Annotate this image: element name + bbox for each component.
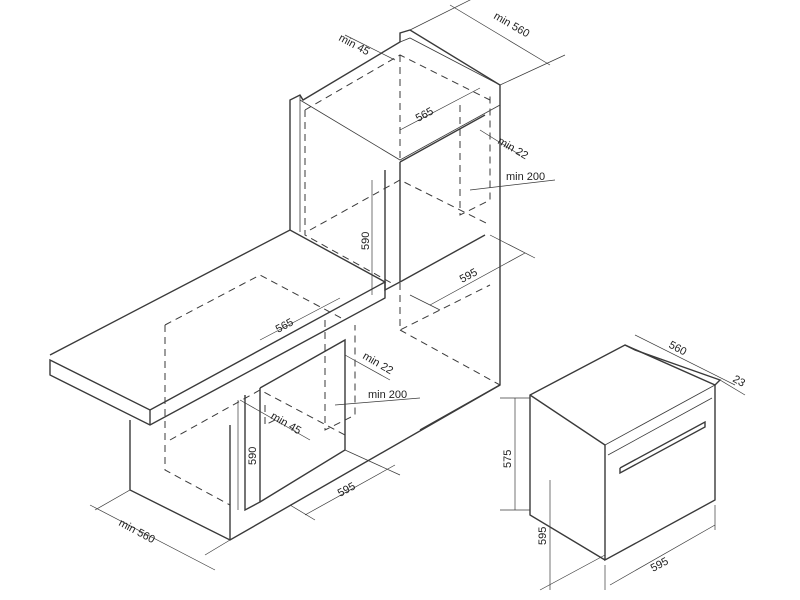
dim-base-min200: min 200 xyxy=(368,389,407,401)
dim-tall-595: 595 xyxy=(458,266,480,285)
dim-tall-565: 565 xyxy=(414,105,436,124)
base-cabinet xyxy=(49,229,501,541)
dim-tall-min560: min 560 xyxy=(492,10,532,40)
tall-cabinet xyxy=(289,29,501,431)
dim-tall-min200: min 200 xyxy=(506,171,545,183)
dim-base-min45: min 45 xyxy=(269,410,304,437)
dimension-lines xyxy=(89,0,746,591)
oven xyxy=(529,344,722,562)
dim-tall-min45: min 45 xyxy=(337,32,372,58)
dim-oven-595-width: 595 xyxy=(649,555,671,574)
dim-oven-560: 560 xyxy=(667,339,689,358)
dim-tall-590: 590 xyxy=(360,232,372,250)
dim-base-595: 595 xyxy=(336,480,358,499)
dim-oven-595-height: 595 xyxy=(537,527,549,545)
oven-door-handle xyxy=(619,420,706,475)
dim-base-min560: min 560 xyxy=(117,517,157,546)
dim-base-590: 590 xyxy=(247,447,259,465)
dim-oven-23: 23 xyxy=(731,373,748,390)
dim-oven-575: 575 xyxy=(502,450,514,468)
